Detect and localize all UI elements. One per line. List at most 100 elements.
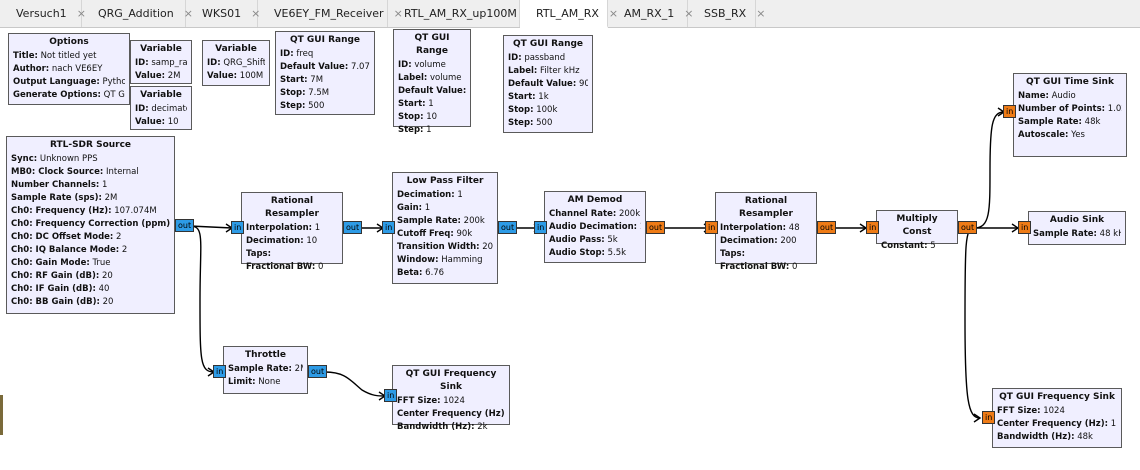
block-param: Sample Rate: 48 kHz: [1033, 228, 1121, 241]
mult-const-out-port[interactable]: out: [958, 221, 978, 234]
resampler2-in-port[interactable]: in: [705, 221, 719, 234]
tab-label: WKS01: [202, 7, 242, 20]
param-value: 1: [428, 99, 434, 109]
param-value: Python: [102, 77, 125, 87]
tab-qrg-addition[interactable]: QRG_Addition ×: [82, 0, 193, 27]
param-key: Center Frequency (Hz):: [397, 409, 505, 419]
block-param: ID: volume: [398, 59, 466, 72]
block-param: Ch0: Frequency (Hz): 107.074M: [11, 205, 170, 218]
param-value: 1: [640, 222, 641, 232]
param-value: 20: [102, 297, 114, 307]
tab-am-rx-1[interactable]: AM_RX_1×: [608, 0, 693, 27]
param-value: 2: [116, 232, 122, 242]
block-title: Throttle: [245, 350, 286, 360]
param-key: Cutoff Freq:: [397, 229, 454, 239]
freq-sink2-in-port[interactable]: in: [982, 411, 996, 424]
resampler1-in-port[interactable]: in: [231, 221, 245, 234]
tab-rtl-am-rx[interactable]: RTL_AM_RX×: [520, 0, 618, 28]
tab-label: QRG_Addition: [98, 7, 174, 20]
close-icon[interactable]: ×: [684, 7, 694, 20]
block-param: Center Frequency (Hz): 1.5k: [997, 418, 1117, 431]
block-param: ID: freq: [280, 48, 370, 61]
param-value: 10: [306, 236, 318, 246]
resampler2-out-port[interactable]: out: [817, 221, 837, 234]
close-icon[interactable]: ×: [608, 6, 619, 20]
block-param: Taps:: [720, 248, 812, 261]
param-key: Label:: [508, 66, 538, 76]
lpf-in-port[interactable]: in: [382, 221, 396, 234]
param-key: Number Channels:: [11, 180, 100, 190]
param-value: 20: [101, 271, 113, 281]
audio-sink-in-port[interactable]: in: [1018, 221, 1032, 234]
am-demod-out-port[interactable]: out: [646, 221, 666, 234]
close-icon[interactable]: ×: [251, 7, 261, 20]
param-key: ID:: [135, 58, 149, 68]
block-param: Default Value: 90k: [508, 78, 588, 91]
param-value: Audio: [1051, 91, 1076, 101]
param-value: 2M: [167, 71, 181, 81]
param-value: 10: [167, 117, 179, 127]
param-key: FFT Size:: [397, 396, 441, 406]
tab-label: Versuch1: [16, 7, 67, 20]
param-value: 1024: [1043, 406, 1065, 416]
close-icon[interactable]: ×: [76, 7, 86, 20]
block-param: Stop: 10: [398, 111, 466, 124]
tab-rtl-am-rx-up100m[interactable]: RTL_AM_RX_up100M×: [388, 0, 536, 27]
param-value: Hamming: [441, 255, 483, 265]
param-value: 0: [791, 262, 798, 272]
throttle-in-port[interactable]: in: [213, 365, 227, 378]
close-icon[interactable]: ×: [756, 7, 766, 20]
lpf-out-port[interactable]: out: [498, 221, 518, 234]
param-key: ID:: [207, 58, 221, 68]
am-demod-in-port[interactable]: in: [534, 221, 548, 234]
param-key: Ch0: Gain Mode:: [11, 258, 90, 268]
block-param: Window: Hamming: [397, 254, 493, 267]
block-param: Default Value: 7.074M: [280, 61, 370, 74]
resampler1-out-port[interactable]: out: [343, 221, 363, 234]
time-sink-in-port[interactable]: in: [1003, 105, 1017, 118]
tab-ve6ey-fm-receiver[interactable]: VE6EY_FM_Receiver×: [258, 0, 403, 27]
tab-wks01[interactable]: WKS01 ×: [186, 0, 261, 27]
block-param: Audio Decimation: 1: [549, 221, 641, 234]
throttle-out-port[interactable]: out: [308, 365, 328, 378]
param-key: Bandwidth (Hz):: [397, 422, 475, 432]
rtl-sdr-out-port[interactable]: out: [175, 219, 195, 232]
tab-ssb-rx[interactable]: SSB_RX×: [688, 0, 765, 27]
mult-const-in-port[interactable]: in: [866, 221, 880, 234]
param-key: Start:: [398, 99, 426, 109]
freq-sink1-in-port[interactable]: in: [384, 389, 398, 402]
block-title: QT GUI Time Sink: [1026, 77, 1114, 87]
close-icon[interactable]: ×: [393, 7, 403, 20]
param-key: Ch0: IF Gain (dB):: [11, 284, 96, 294]
close-icon[interactable]: ×: [183, 7, 193, 20]
param-key: Audio Stop:: [549, 248, 605, 258]
param-value: 1: [457, 190, 463, 200]
block-title: Variable: [140, 90, 182, 100]
param-value: 48k: [1077, 432, 1093, 442]
param-value: 1k: [538, 92, 549, 102]
param-key: Sample Rate:: [1033, 229, 1097, 239]
param-value: 1024: [443, 396, 465, 406]
block-param: Taps:: [246, 248, 338, 261]
param-key: Decimation:: [720, 236, 778, 246]
tab-versuch1[interactable]: Versuch1 ×: [0, 0, 86, 27]
param-key: Value:: [135, 117, 165, 127]
